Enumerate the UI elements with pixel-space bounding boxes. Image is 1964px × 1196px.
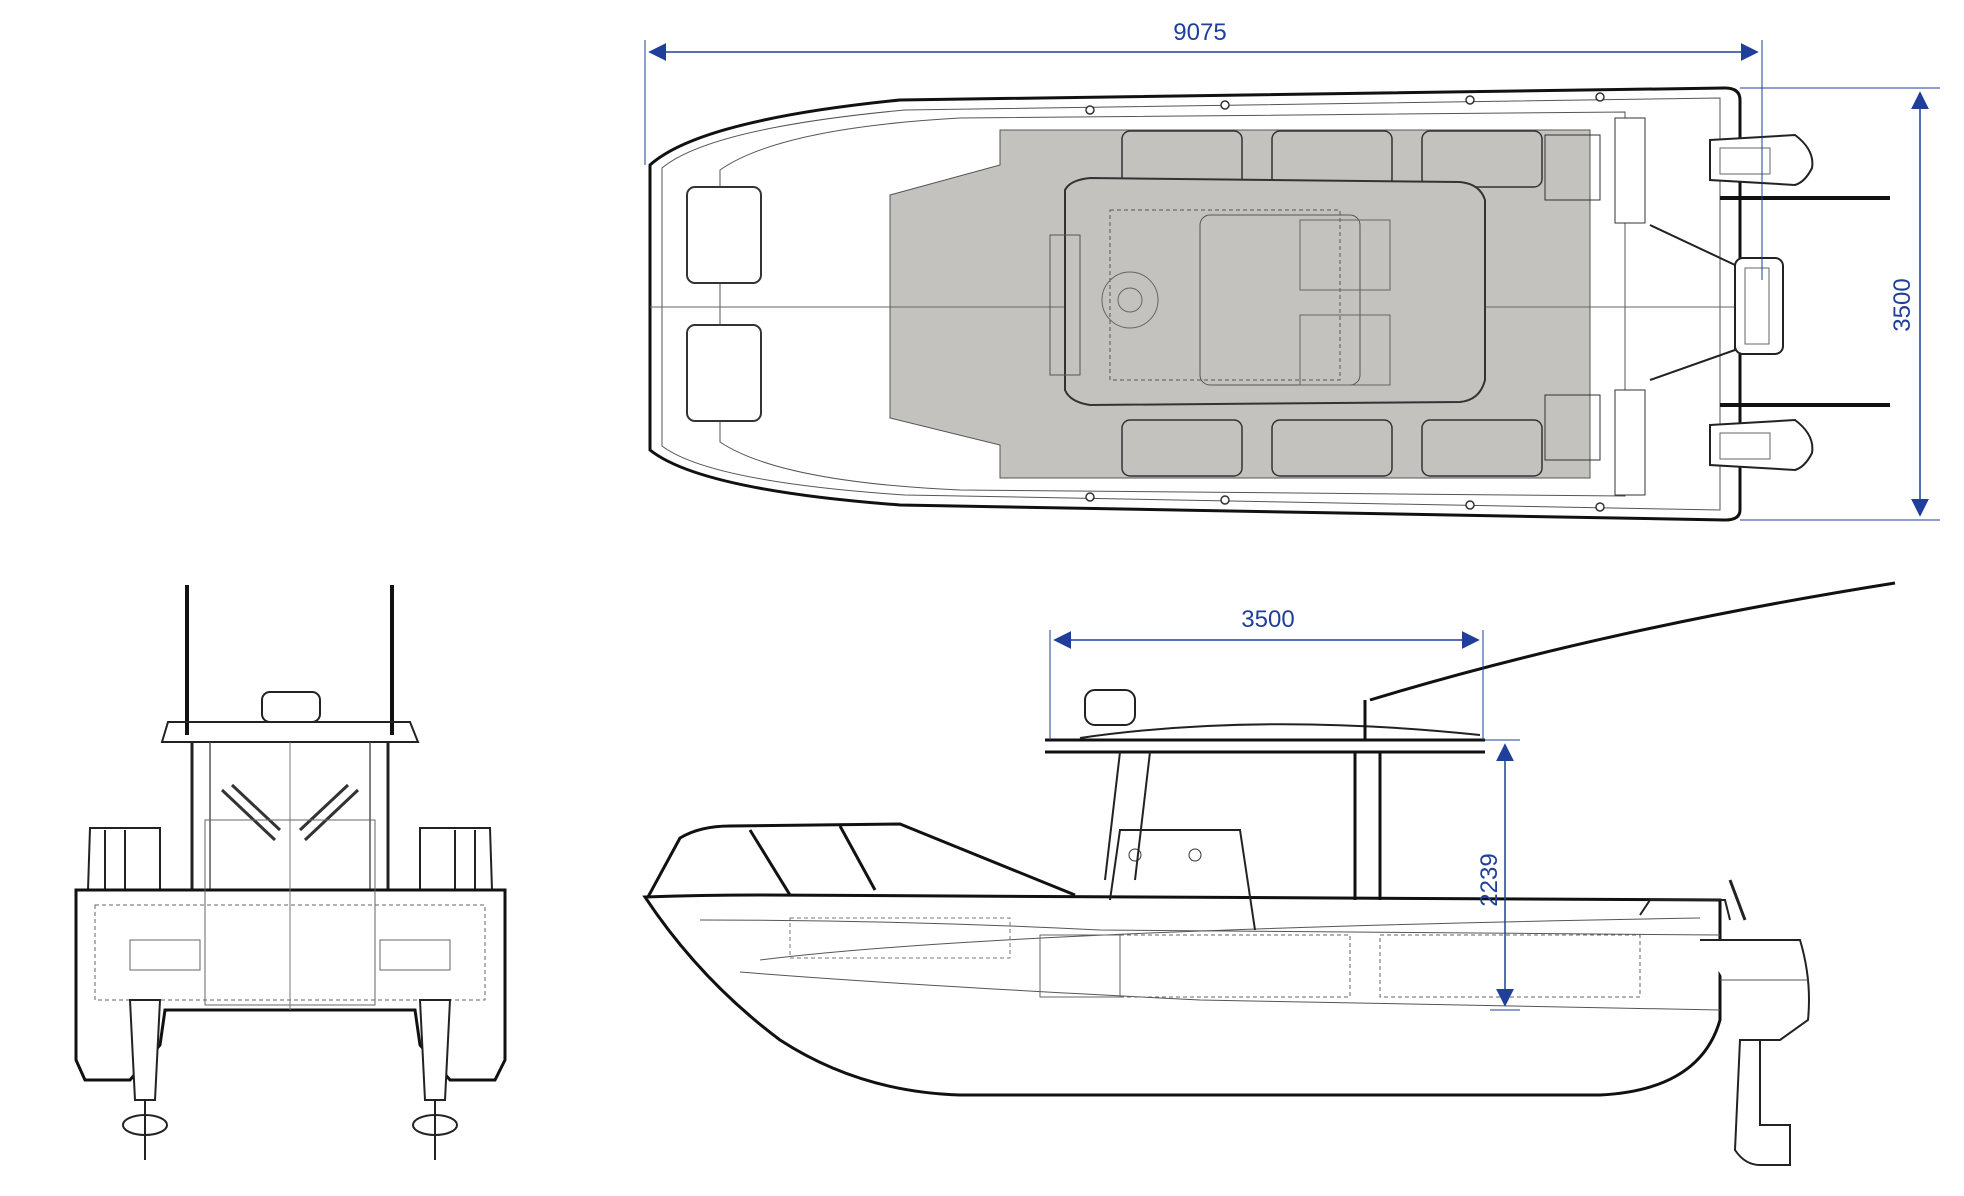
front-view: [74, 585, 507, 1160]
dimension-overall-length: 9075: [644, 19, 1763, 280]
radar-dome: [1084, 689, 1136, 726]
bow-hatch-1: [686, 186, 762, 284]
side-view: [642, 581, 1896, 1166]
bow-rail: [646, 822, 1076, 898]
overall-length-label: 9075: [1173, 19, 1226, 46]
dimension-top-length: 3500: [1049, 606, 1484, 740]
beam-width-label: 3500: [1889, 278, 1916, 331]
top-length-label: 3500: [1241, 606, 1294, 633]
side-hull-outline: [642, 893, 1722, 1097]
front-hull-outline: [74, 888, 507, 1082]
side-outboard-engine: [1700, 939, 1810, 1166]
plan-engine-upper: [1709, 133, 1814, 187]
plan-view: [648, 86, 1890, 522]
top-height-label: 2239: [1476, 853, 1503, 906]
bow-hatch-2: [686, 324, 762, 422]
dimension-top-height: 2239: [1476, 739, 1520, 1011]
plan-hull-outline: [648, 86, 1742, 522]
plan-engine-lower: [1709, 418, 1814, 472]
plan-t-top: [1064, 176, 1486, 407]
dimension-beam-width: 3500: [1740, 87, 1940, 521]
